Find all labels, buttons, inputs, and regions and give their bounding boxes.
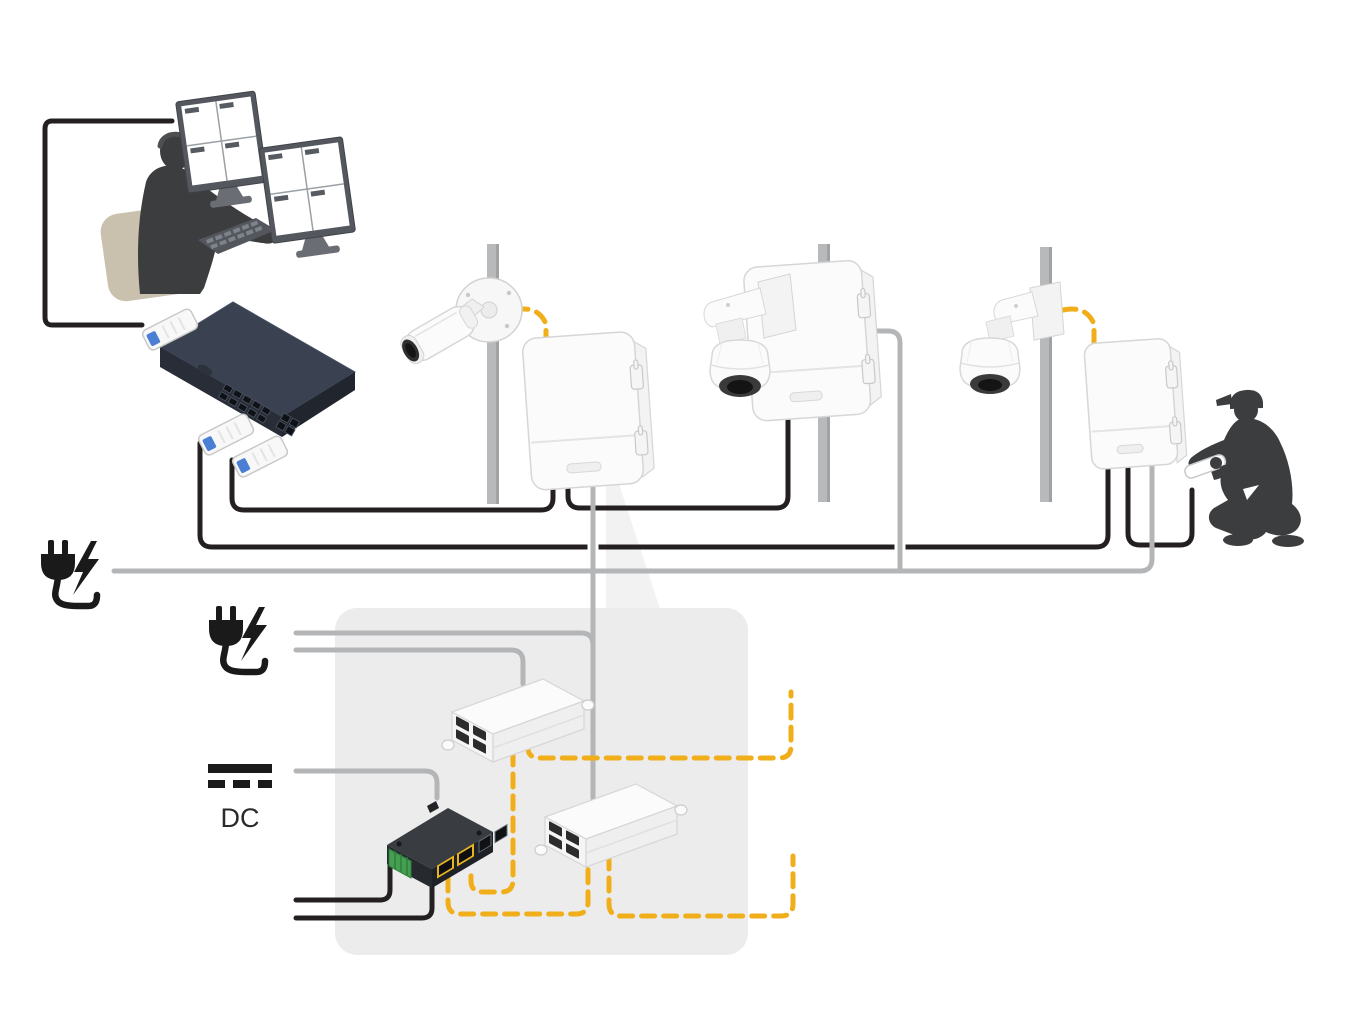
- midspan-ports: [549, 821, 579, 859]
- poe-midspan-2: [534, 783, 688, 869]
- ac-power-plug-icon: [209, 606, 269, 676]
- dome-camera-2: [709, 339, 771, 397]
- operator-station: [100, 90, 356, 302]
- monitor-2: [258, 136, 356, 258]
- ac-to-midspan1-cable: [293, 647, 526, 687]
- dome-camera-arm-3: [985, 281, 1065, 343]
- midspan-ports: [456, 716, 486, 754]
- switch-to-cabinet3-trunk-cable: [197, 440, 1111, 550]
- switch-rj45-ports: [217, 383, 272, 424]
- sfp-port: [437, 855, 454, 879]
- surveillance-cabinet-1: [522, 331, 655, 491]
- dc-to-industrial-cable: [293, 768, 440, 801]
- midspan1-to-industrial-poe-cable: [468, 749, 516, 895]
- industrial-to-midspan2-poe-cable: [445, 861, 591, 917]
- poe-midspan-1: [441, 678, 595, 764]
- dc-label: DC: [221, 803, 260, 833]
- operator-to-switch-cable: [42, 118, 175, 328]
- cabinet-latch: [1168, 416, 1183, 445]
- industrial-uplink-cable: [293, 877, 435, 921]
- cabinet-latch: [861, 353, 876, 385]
- cabinet-latch: [856, 288, 872, 319]
- cabinet-latch: [1165, 360, 1179, 389]
- mains-power-line: [111, 463, 1155, 574]
- switch-to-cabinet1-cable: [229, 457, 556, 513]
- bullet-camera-assembly: [400, 277, 523, 365]
- cabinet-latch: [634, 425, 649, 456]
- cabinet1-to-cabinet2-cable: [565, 413, 791, 511]
- technician-silhouette: [1184, 389, 1304, 547]
- dome-camera-3: [959, 337, 1021, 394]
- rj45-port: [478, 833, 492, 854]
- surveillance-cabinet-3: [1083, 338, 1188, 470]
- bullet-camera: [400, 305, 479, 365]
- switch-sfp-cage: [275, 412, 301, 437]
- ac-power-plug-icon: [41, 540, 101, 610]
- dc-power-icon: DC: [208, 764, 272, 833]
- zoom-inset-panel: [335, 608, 748, 955]
- industrial-uplink-cable: [293, 859, 393, 903]
- cabinet3-to-technician-cable: [1125, 461, 1195, 548]
- monitor-1: [175, 90, 268, 208]
- sfp-module: [197, 413, 255, 456]
- lightning-bolt-icon: [73, 541, 99, 595]
- rj45-port: [494, 823, 508, 844]
- sfp-port: [457, 843, 474, 867]
- midspan1-output-poe-cable: [525, 689, 794, 761]
- sfp-module: [141, 308, 199, 351]
- terminal-block: [388, 848, 412, 879]
- industrial-poe-switch: [387, 801, 508, 888]
- sfp-module: [231, 435, 289, 478]
- keyboard: [198, 218, 276, 254]
- cabinet-latch: [629, 359, 644, 390]
- midspan2-output-poe-cable: [606, 853, 796, 919]
- camera3-cabinet-link-cable: [1060, 306, 1097, 348]
- network-switch: [159, 301, 356, 437]
- dome-camera-arm-2: [703, 273, 797, 345]
- cabinet2-power-cable: [859, 328, 903, 574]
- industrial-ports: [437, 823, 508, 879]
- lightning-bolt-icon: [241, 607, 267, 661]
